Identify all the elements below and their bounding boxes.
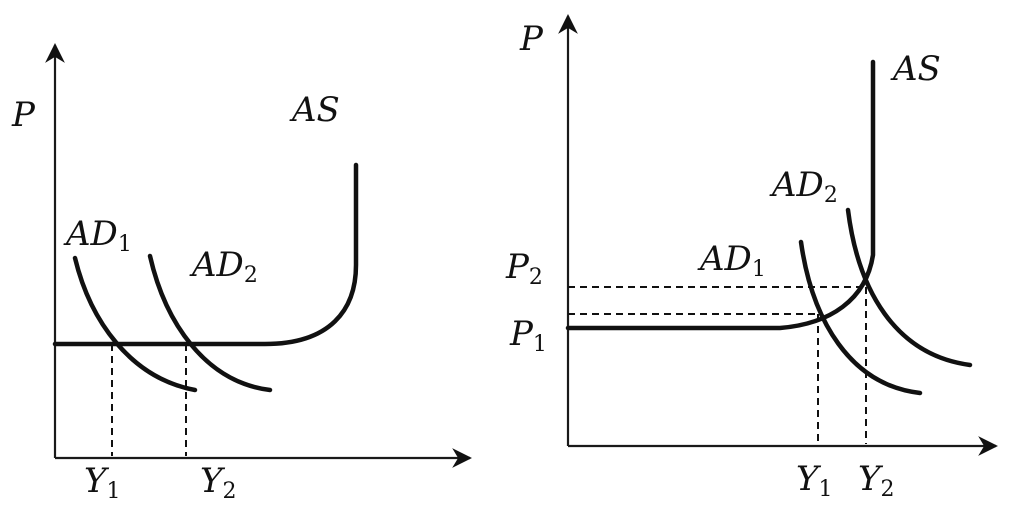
right-ad2-curve [845, 207, 973, 368]
right-panel: P AS AD2 AD1 P2 P1 Y1 Y2 [505, 14, 998, 502]
right-ad1-label: AD1 [697, 239, 766, 282]
left-as-label: AS [289, 90, 340, 130]
left-ad1-label: AD1 [63, 214, 132, 257]
left-panel: P AS AD1 AD2 Y1 Y2 [11, 43, 472, 504]
left-ad1-curve [72, 255, 198, 393]
right-p1-label: P1 [509, 314, 547, 357]
left-y1-label: Y1 [84, 461, 120, 504]
left-as-curve [52, 162, 359, 347]
left-y2-label: Y2 [200, 461, 236, 504]
right-y1-label: Y1 [796, 459, 832, 502]
left-p-axis-label: P [11, 95, 36, 135]
right-y2-label: Y2 [858, 459, 894, 502]
right-as-curve [565, 59, 876, 331]
left-ad2-label: AD2 [189, 245, 258, 288]
right-as-label: AS [890, 49, 941, 89]
right-ad2-label: AD2 [769, 165, 838, 208]
right-p2-label: P2 [505, 247, 543, 290]
left-ad2-curve [147, 253, 273, 393]
right-p-axis-label: P [519, 19, 544, 59]
right-ad1-curve [798, 239, 923, 396]
